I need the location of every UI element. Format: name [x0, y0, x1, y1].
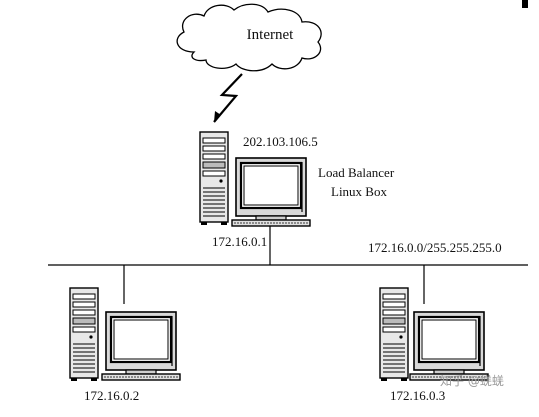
tower-computer-icon	[69, 287, 99, 382]
tower-computer-icon	[379, 287, 409, 382]
load-balancer-title: Load Balancer	[318, 165, 395, 180]
crt-monitor-icon	[408, 310, 490, 382]
server-computer-1	[69, 287, 182, 382]
internal-ip-label: 172.16.0.1	[212, 234, 267, 249]
subnet-label: 172.16.0.0/255.255.255.0	[368, 240, 502, 255]
server-2-ip-label: 172.16.0.3	[390, 388, 445, 403]
lightning-icon	[213, 73, 243, 123]
load-balancer-subtitle: Linux Box	[331, 184, 387, 199]
external-ip-label: 202.103.106.5	[243, 134, 318, 149]
tower-computer-icon	[199, 131, 229, 226]
watermark-text: 知乎 @蜣蜣	[440, 374, 504, 388]
cloud-label: Internet	[247, 27, 294, 43]
crt-monitor-icon	[100, 310, 182, 382]
network-bus	[48, 226, 528, 304]
corner-mark	[522, 0, 528, 8]
cloud-icon	[176, 3, 322, 72]
crt-monitor-icon	[230, 156, 312, 228]
server-computer-2	[379, 287, 490, 382]
server-1-ip-label: 172.16.0.2	[84, 388, 139, 403]
